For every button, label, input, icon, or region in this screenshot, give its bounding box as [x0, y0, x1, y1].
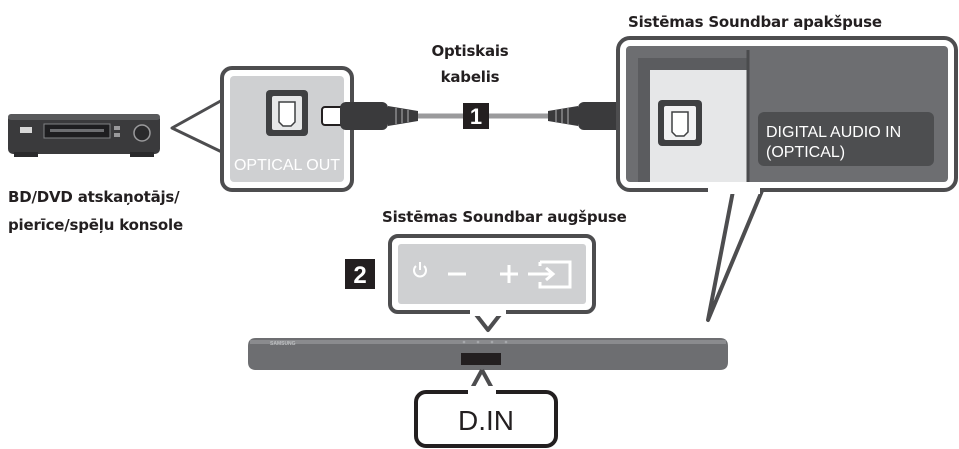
soundbar [248, 338, 728, 370]
player-label-line1: BD/DVD atskaņotājs/ [8, 188, 180, 206]
soundbar-bottom-title: Sistēmas Soundbar apakšpuse [628, 13, 882, 31]
step-1-badge [463, 103, 489, 129]
optical-label: (OPTICAL) [766, 144, 845, 161]
player-label-line2: pierīce/spēļu konsole [8, 216, 183, 234]
optical-cable [321, 102, 645, 130]
step-2-badge [345, 259, 375, 289]
soundbar-brand: SAMSUNG [270, 341, 296, 347]
bd-dvd-player [8, 114, 160, 157]
step-1-number: 1 [470, 104, 482, 129]
soundbar-top-title: Sistēmas Soundbar augšpuse [382, 208, 627, 226]
plus-icon [500, 265, 518, 283]
display-text: D.IN [458, 405, 514, 436]
cable-label-line1: Optiskais [431, 42, 509, 60]
soundbar-bottom-panel [616, 36, 958, 322]
source-icon [528, 260, 572, 289]
cable-label-line2: kabelis [440, 68, 500, 86]
cable-label: Optiskais kabelis [420, 38, 520, 90]
digital-audio-in-label: DIGITAL AUDIO IN [766, 124, 901, 141]
callout-pointer-player [170, 96, 228, 156]
optical-out-label: OPTICAL OUT [234, 157, 340, 174]
power-icon [413, 262, 427, 278]
player-label: BD/DVD atskaņotājs/ pierīce/spēļu konsol… [8, 183, 183, 239]
display-callout [414, 369, 558, 448]
step-2-number: 2 [353, 262, 366, 289]
soundbar-top-panel [388, 234, 596, 332]
optical-out-panel [220, 66, 354, 192]
